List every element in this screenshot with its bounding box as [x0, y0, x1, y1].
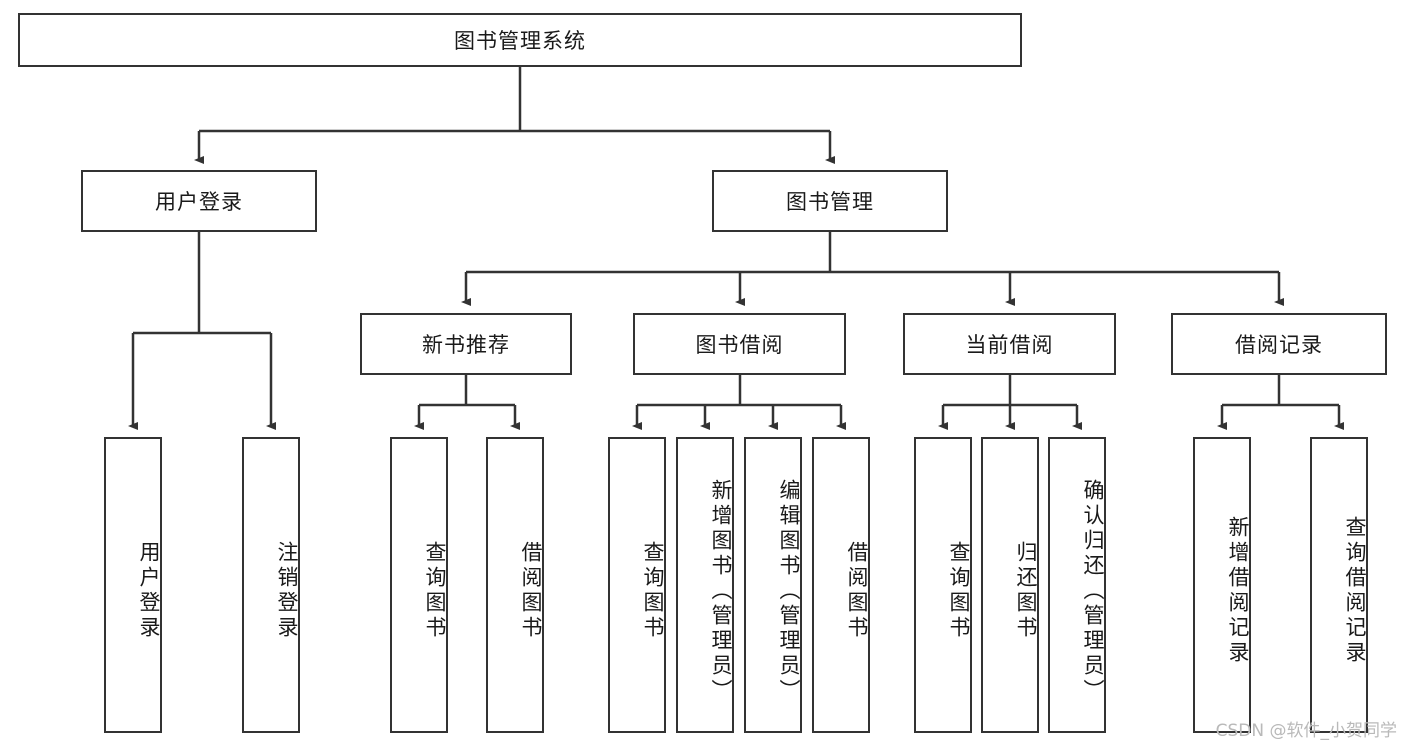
leaf-label: 查询借阅记录	[1343, 516, 1367, 666]
leaf-book-borrow-edit[interactable]: 编辑图书（管理员）	[744, 437, 802, 733]
leaf-book-borrow-query[interactable]: 查询图书	[608, 437, 666, 733]
watermark-text: CSDN @软件_小贺同学	[1215, 721, 1397, 741]
leaf-label: 新增图书（管理员）	[709, 478, 733, 704]
leaf-label: 新增借阅记录	[1226, 516, 1250, 666]
node-root-system[interactable]: 图书管理系统	[18, 13, 1022, 67]
leaf-label: 确认归还（管理员）	[1081, 478, 1105, 704]
node-current-borrow[interactable]: 当前借阅	[903, 313, 1116, 375]
leaf-borrow-record-query[interactable]: 查询借阅记录	[1310, 437, 1368, 733]
node-new-book-recommend[interactable]: 新书推荐	[360, 313, 572, 375]
leaf-current-borrow-query[interactable]: 查询图书	[914, 437, 972, 733]
node-borrow-record[interactable]: 借阅记录	[1171, 313, 1387, 375]
leaf-current-borrow-return[interactable]: 归还图书	[981, 437, 1039, 733]
leaf-user-login-logout[interactable]: 注销登录	[242, 437, 300, 733]
leaf-label: 归还图书	[1014, 541, 1038, 641]
leaf-book-borrow-borrow[interactable]: 借阅图书	[812, 437, 870, 733]
leaf-label: 用户登录	[137, 541, 161, 641]
leaf-user-login-login[interactable]: 用户登录	[104, 437, 162, 733]
leaf-label: 编辑图书（管理员）	[777, 478, 801, 704]
leaf-label: 借阅图书	[845, 541, 869, 641]
leaf-label: 查询图书	[641, 541, 665, 641]
leaf-new-book-borrow[interactable]: 借阅图书	[486, 437, 544, 733]
leaf-label: 查询图书	[947, 541, 971, 641]
leaf-label: 借阅图书	[519, 541, 543, 641]
leaf-borrow-record-add[interactable]: 新增借阅记录	[1193, 437, 1251, 733]
leaf-label: 注销登录	[275, 541, 299, 641]
leaf-current-borrow-confirm-return[interactable]: 确认归还（管理员）	[1048, 437, 1106, 733]
leaf-new-book-query[interactable]: 查询图书	[390, 437, 448, 733]
leaf-label: 查询图书	[423, 541, 447, 641]
leaf-book-borrow-add[interactable]: 新增图书（管理员）	[676, 437, 734, 733]
node-user-login[interactable]: 用户登录	[81, 170, 317, 232]
node-book-management[interactable]: 图书管理	[712, 170, 948, 232]
node-book-borrow[interactable]: 图书借阅	[633, 313, 846, 375]
